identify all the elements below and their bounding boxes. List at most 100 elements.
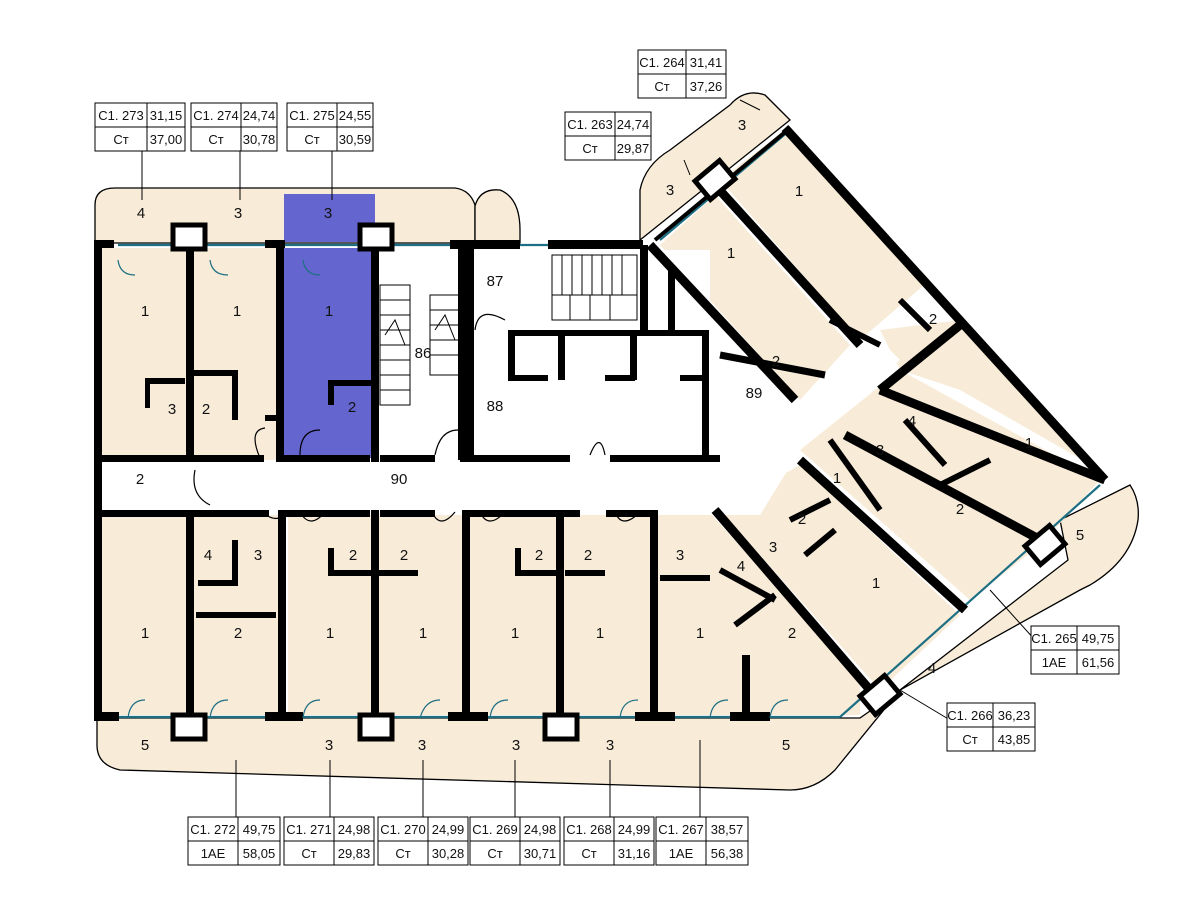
unit-269-floor[interactable] [468, 515, 558, 715]
room-label: 1 [419, 625, 427, 642]
room-label: 1 [1025, 435, 1033, 452]
svg-text:37,00: 37,00 [150, 132, 183, 147]
unit-274-floor[interactable] [193, 248, 278, 460]
room-label: 1 [727, 245, 735, 262]
room-label: 5 [782, 737, 790, 754]
room-label: 2 [788, 625, 796, 642]
room-label: 1 [872, 575, 880, 592]
room-label: 4 [908, 413, 916, 430]
room-label: 3 [234, 205, 242, 222]
room-label: 3 [666, 182, 674, 199]
room-label: 3 [769, 539, 777, 556]
room-label: 3 [676, 547, 684, 564]
svg-text:Ст: Ст [487, 846, 502, 861]
unit-273-floor[interactable] [100, 248, 188, 460]
svg-text:С1. 265: С1. 265 [1031, 631, 1077, 646]
room-label: 1 [833, 470, 841, 487]
room-label: 2 [929, 311, 937, 328]
room-label: 2 [584, 547, 592, 564]
svg-text:43,85: 43,85 [998, 732, 1031, 747]
west-wall [94, 240, 102, 720]
room-label: 2 [400, 547, 408, 564]
svg-text:Ст: Ст [395, 846, 410, 861]
unit-267-floor[interactable] [657, 515, 860, 715]
svg-text:Ст: Ст [581, 846, 596, 861]
svg-text:24,98: 24,98 [338, 822, 371, 837]
unit-tag-273[interactable]: С1. 273 31,15 Ст 37,00 [94, 102, 186, 152]
svg-text:38,57: 38,57 [711, 822, 744, 837]
room-label: 3 [738, 117, 746, 134]
unit-271-floor[interactable] [288, 515, 373, 715]
svg-text:24,98: 24,98 [524, 822, 557, 837]
room-label: 87 [487, 273, 504, 290]
unit-268-floor[interactable] [562, 515, 652, 715]
room-label: 3 [325, 737, 333, 754]
room-label: 2 [234, 625, 242, 642]
stair-86-treads [379, 284, 461, 406]
svg-text:29,87: 29,87 [617, 141, 650, 156]
svg-text:С1. 268: С1. 268 [566, 822, 612, 837]
unit-275-selected[interactable] [283, 248, 373, 458]
svg-text:С1. 264: С1. 264 [639, 55, 685, 70]
svg-text:24,99: 24,99 [432, 822, 465, 837]
svg-text:С1. 273: С1. 273 [98, 108, 144, 123]
svg-text:Ст: Ст [113, 132, 128, 147]
south-wall-a [94, 712, 119, 721]
room-label: 1 [326, 625, 334, 642]
north-wall-b [265, 240, 285, 248]
room-label: 90 [391, 471, 408, 488]
north-wall-a [94, 240, 114, 248]
room-label: 5 [141, 737, 149, 754]
right-upper-unit-floor[interactable] [880, 320, 1100, 470]
svg-text:Ст: Ст [962, 732, 977, 747]
svg-text:С1. 275: С1. 275 [289, 108, 335, 123]
room-label: 89 [746, 385, 763, 402]
svg-text:49,75: 49,75 [243, 822, 276, 837]
north-wall-c [450, 240, 520, 249]
unit-263-floor[interactable] [660, 195, 850, 400]
unit-266-floor[interactable] [720, 465, 960, 690]
room-label: 3 [876, 442, 884, 459]
room-label: 1 [511, 625, 519, 642]
svg-text:С1. 271: С1. 271 [286, 822, 332, 837]
unit-264-floor[interactable] [720, 130, 930, 340]
room-label: 1 [596, 625, 604, 642]
unit-270-floor[interactable] [378, 515, 463, 715]
room-label: 86 [415, 345, 432, 362]
svg-text:1АЕ: 1АЕ [201, 846, 226, 861]
top-right-balcony-edge [474, 189, 521, 244]
svg-text:30,78: 30,78 [243, 132, 276, 147]
svg-text:С1. 267: С1. 267 [658, 822, 704, 837]
svg-text:24,74: 24,74 [243, 108, 276, 123]
room-label: 3 [606, 737, 614, 754]
svg-text:Ст: Ст [654, 79, 669, 94]
room-label: 3 [418, 737, 426, 754]
svg-text:29,83: 29,83 [338, 846, 371, 861]
room-label: 2 [136, 471, 144, 488]
unit-265-floor[interactable] [800, 370, 1100, 600]
room-label: 1 [141, 303, 149, 320]
room-label: 4 [928, 660, 936, 677]
svg-text:49,75: 49,75 [1082, 631, 1115, 646]
svg-text:24,55: 24,55 [339, 108, 372, 123]
corridor-90 [100, 340, 900, 515]
svg-text:Ст: Ст [582, 141, 597, 156]
svg-text:37,26: 37,26 [690, 79, 723, 94]
room-label: 2 [349, 547, 357, 564]
room-label: 3 [512, 737, 520, 754]
room-label: 4 [737, 558, 745, 575]
svg-text:36,23: 36,23 [998, 708, 1031, 723]
svg-text:31,15: 31,15 [150, 108, 183, 123]
